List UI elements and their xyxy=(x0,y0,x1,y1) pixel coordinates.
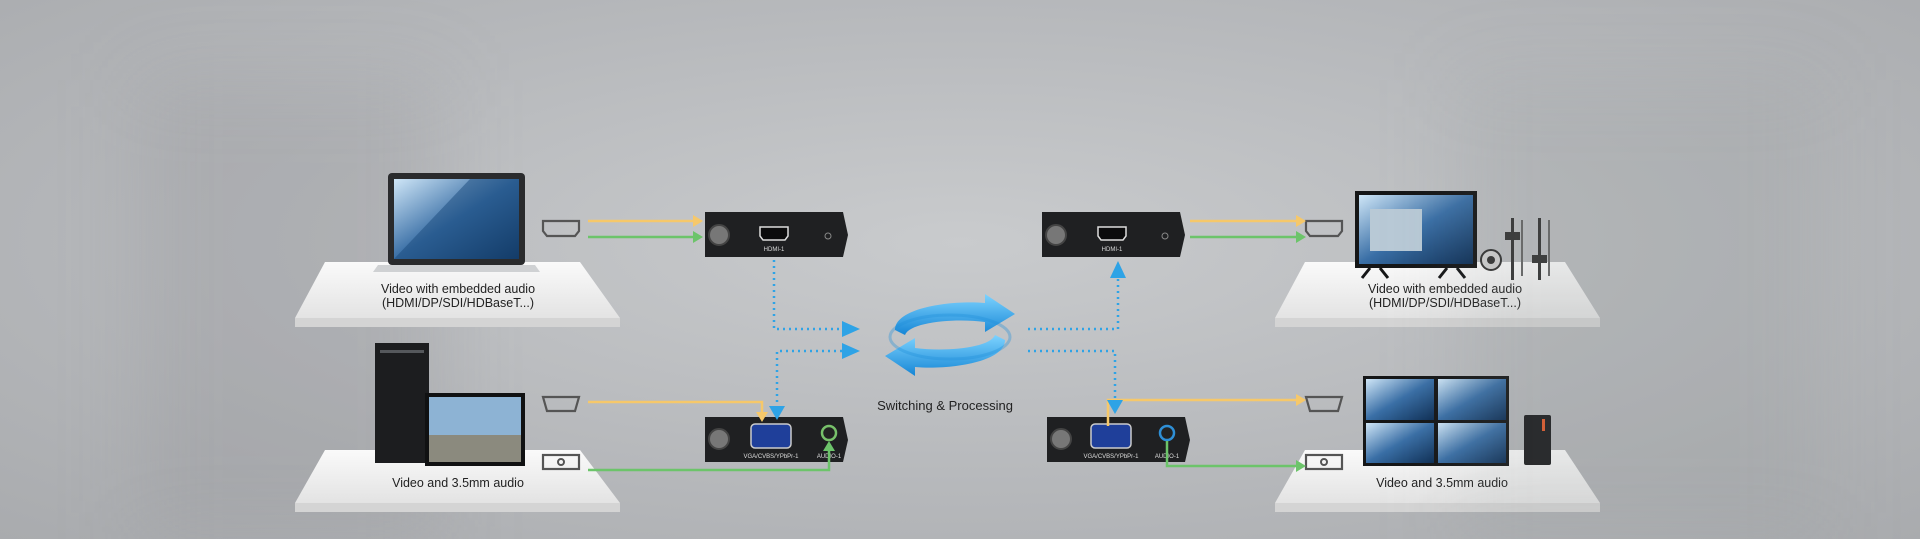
shelf-left-bottom xyxy=(295,450,620,512)
port-label-hdmi-in: HDMI-1 xyxy=(764,247,785,253)
port-label-vga-out: VGA/CVBS/YPbPr-1 xyxy=(1083,454,1139,460)
dotted-path-out-top xyxy=(1028,261,1126,331)
switch-processing-icon xyxy=(885,294,1015,376)
label-switching-processing: Switching & Processing xyxy=(877,398,1013,413)
dotted-path-in-bottom xyxy=(769,343,860,420)
dotted-path-in-top xyxy=(772,260,860,337)
input-module-hdmi: HDMI-1 xyxy=(705,212,848,257)
video-line-right-top xyxy=(1190,215,1306,227)
hdmi-port-icon xyxy=(1304,219,1344,238)
output-module-hdmi: HDMI-1 xyxy=(1042,212,1185,257)
hdmi-port-icon xyxy=(541,219,581,238)
desktop-pc-icon xyxy=(375,343,525,466)
audio-jack-icon xyxy=(541,453,581,471)
port-label-vga-in: VGA/CVBS/YPbPr-1 xyxy=(743,454,799,460)
label-left-top: Video with embedded audio (HDMI/DP/SDI/H… xyxy=(308,282,608,310)
laptop-icon xyxy=(373,173,540,272)
input-module-vga-audio: VGA/CVBS/YPbPr-1 AUDIO-1 xyxy=(705,417,848,462)
video-wall-icon xyxy=(1363,376,1509,466)
vga-port-icon xyxy=(541,395,581,413)
shelf-left-top xyxy=(295,262,620,327)
audio-line-left-top xyxy=(588,231,703,243)
port-label-hdmi-out: HDMI-1 xyxy=(1102,247,1123,253)
label-right-top: Video with embedded audio (HDMI/DP/SDI/H… xyxy=(1295,282,1595,310)
video-line-left-top xyxy=(588,215,703,227)
audio-line-left-bottom xyxy=(588,441,835,472)
vga-port-icon xyxy=(1304,395,1344,413)
output-module-vga-audio: VGA/CVBS/YPbPr-1 AUDIO-1 xyxy=(1047,417,1190,462)
label-left-bottom: Video and 3.5mm audio xyxy=(392,476,524,490)
label-left-top-line1: Video with embedded audio xyxy=(380,282,536,296)
label-right-bottom: Video and 3.5mm audio xyxy=(1376,476,1508,490)
label-right-top-line2: (HDMI/DP/SDI/HDBaseT...) xyxy=(1368,296,1522,310)
label-left-top-line2: (HDMI/DP/SDI/HDBaseT...) xyxy=(381,296,535,310)
dotted-path-out-bottom xyxy=(1028,349,1123,414)
audio-line-right-bottom xyxy=(1165,441,1306,472)
tv-icon xyxy=(1355,191,1477,279)
audio-mixer-icon xyxy=(1505,218,1550,280)
video-line-left-bottom xyxy=(588,400,768,422)
audio-jack-icon xyxy=(1304,453,1344,471)
speaker-icon xyxy=(1480,249,1502,271)
label-right-top-line1: Video with embedded audio xyxy=(1367,282,1523,296)
audio-line-right-top xyxy=(1190,231,1306,243)
media-player-icon xyxy=(1524,415,1551,465)
